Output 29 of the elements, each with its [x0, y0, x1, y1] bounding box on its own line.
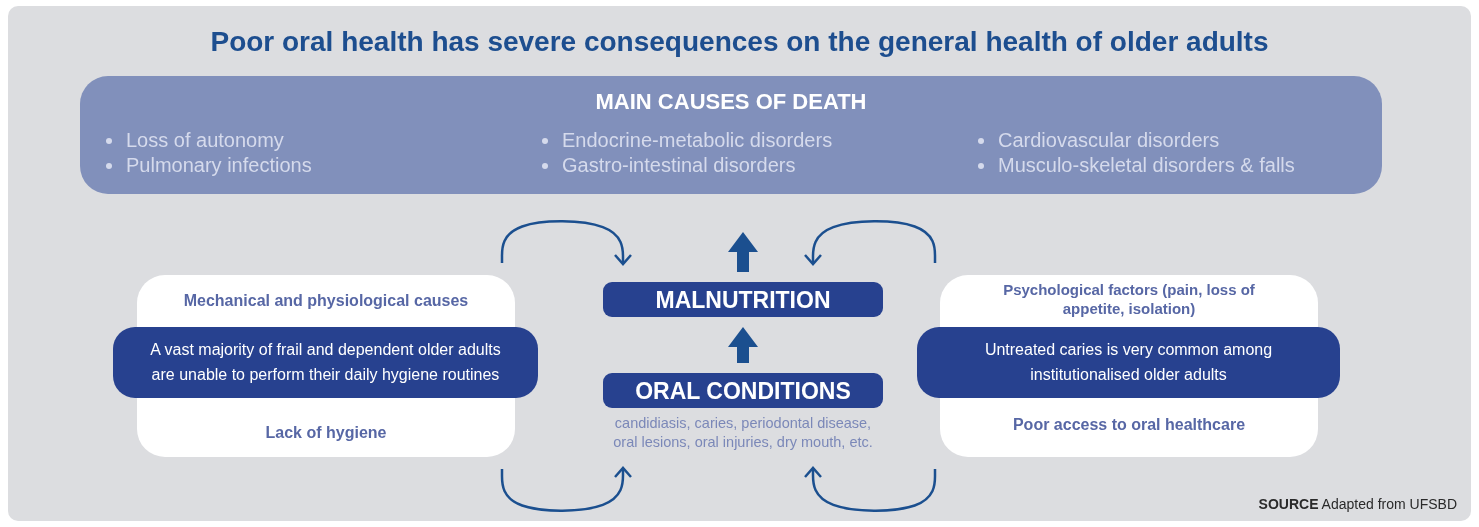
diagram-title: Poor oral health has severe consequences on the general health of older adults [209, 26, 1270, 58]
causes-banner [80, 76, 1382, 194]
block-arrow [728, 327, 758, 363]
statement-text: A vast majority of frail and dependent older adults are unable to perform their daily hygiene routines [149, 340, 502, 385]
card-footer: Poor access to oral healthcare [940, 415, 1318, 435]
statement-text: Untreated caries is very common among institutionalised older adults [983, 340, 1274, 385]
statement-box [113, 327, 538, 398]
card-heading: Mechanical and physiological causes [182, 291, 470, 311]
curved-arrow [803, 220, 937, 266]
bullet-item: Endocrine-metabolic disorders [536, 128, 956, 153]
banner-heading: MAIN CAUSES OF DEATH [594, 88, 868, 116]
process-box [603, 373, 883, 408]
curved-arrow [803, 466, 937, 512]
card-heading: Psychological factors (pain, loss of appetite, isolation) [1002, 281, 1256, 319]
statement-box [917, 327, 1340, 398]
curved-arrow [500, 220, 633, 266]
process-box [603, 282, 883, 317]
node-caption: candidiasis, caries, periodontal disease, oral lesions, oral injuries, dry mouth, etc. [612, 414, 874, 452]
curved-arrow [500, 466, 633, 512]
source-note: SOURCE Adapted from UFSBD [1258, 496, 1457, 512]
bullet-item: Cardiovascular disorders [972, 128, 1372, 153]
card-footer: Lack of hygiene [137, 423, 515, 443]
bullet-item: Loss of autonomy [100, 128, 520, 153]
box-label: ORAL CONDITIONS [634, 377, 852, 406]
box-label: MALNUTRITION [654, 286, 832, 315]
bullet-item: Gastro-intestinal disorders [536, 153, 956, 178]
bullet-item: Pulmonary infections [100, 153, 520, 178]
bullet-item: Musculo-skeletal disorders & falls [972, 153, 1372, 178]
block-arrow [728, 232, 758, 272]
